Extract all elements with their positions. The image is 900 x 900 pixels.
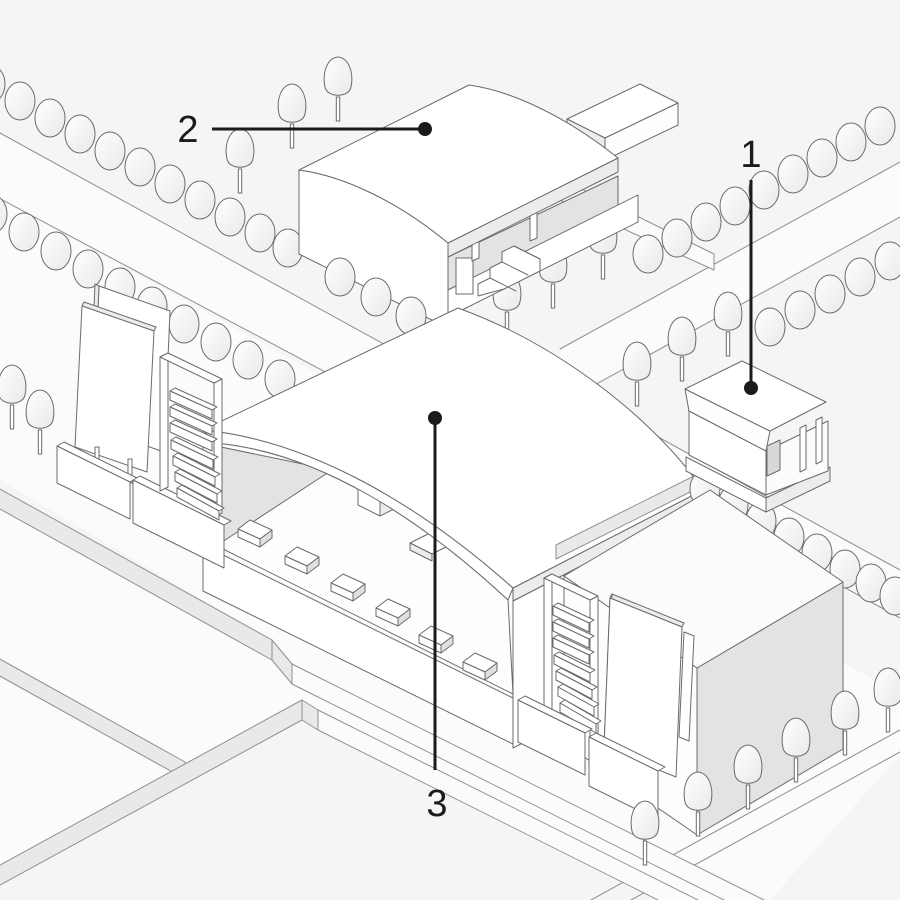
callout-1-label: 1 [740,134,761,176]
callout-2: 2 [177,109,432,151]
callout-3: 3 [426,411,448,825]
callout-3-dot [428,411,442,425]
hall-curved-roof [202,307,704,589]
slat-tower-right [543,573,602,749]
kiosk-door [766,439,781,477]
kiosk-building [684,360,831,513]
callout-2-dot [418,122,432,136]
callouts: 2 1 3 [177,109,761,825]
left-street-furniture [56,283,232,569]
kiosk-column-2 [815,416,823,465]
station-steps [477,245,541,297]
callout-3-label: 3 [426,783,447,825]
kiosk-roof [684,360,827,432]
slat-tower-left [159,352,225,521]
bottom-right-street-furniture [517,573,695,821]
road-bottom-left [0,509,724,900]
station-window [455,257,474,295]
callout-1-dot [744,381,758,395]
low-wall-right-1 [517,695,593,776]
station-curved-roof [298,84,619,244]
callout-1: 1 [740,134,762,395]
callout-2-label: 2 [177,109,198,151]
road-top-right [560,162,900,404]
station-building [298,84,639,329]
kiosk-column-1 [799,424,807,473]
low-wall-left-1 [56,441,138,520]
